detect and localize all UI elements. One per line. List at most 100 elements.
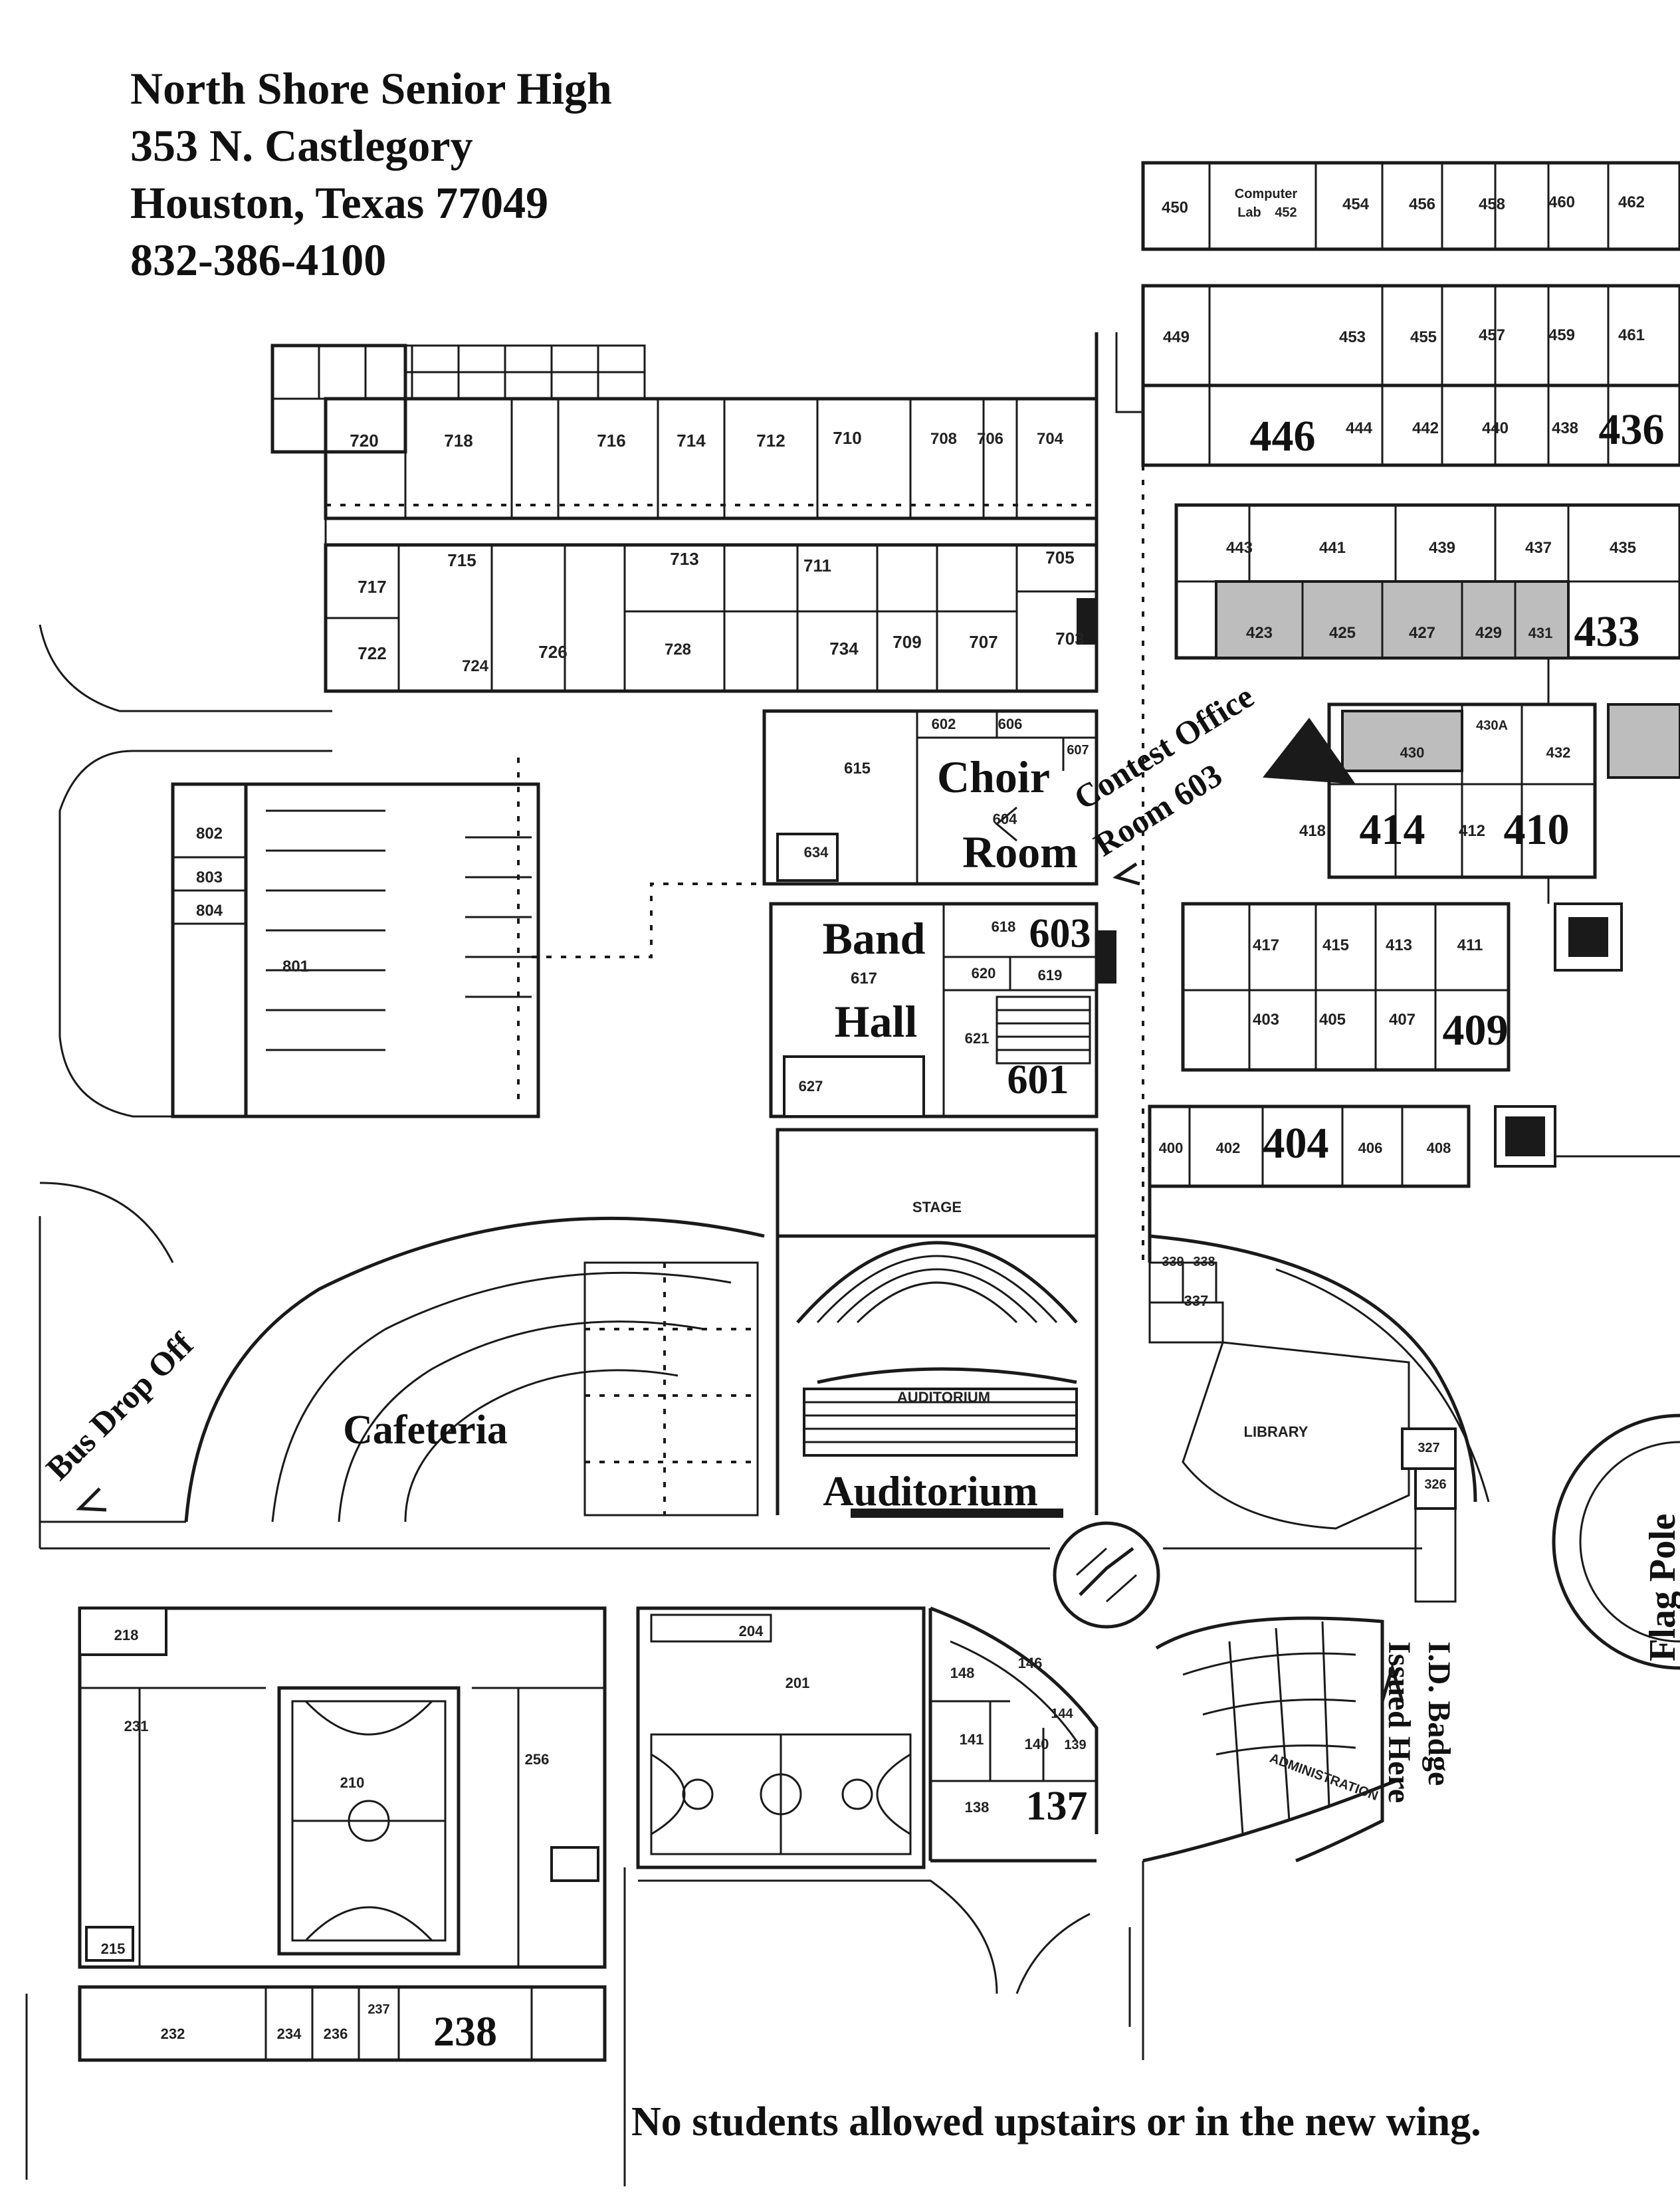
room-237: 237 [368,2002,389,2017]
bus-arrow-icon [76,1487,107,1512]
room-256: 256 [525,1751,550,1768]
badge-label-2: Issued Here [1382,1641,1417,1803]
administration-label: ADMINISTRATION [1268,1751,1380,1804]
wing-200 [25,1606,1144,2186]
room-607: 607 [1067,743,1089,758]
stage-label: STAGE [912,1199,962,1215]
wing-400 [1141,161,1680,1263]
room-414: 414 [1360,805,1425,854]
room-339: 339 [1162,1255,1184,1269]
room-408: 408 [1427,1140,1451,1156]
auditorium-small-label: AUDITORIUM [897,1389,990,1406]
room-139: 139 [1064,1738,1086,1752]
room-601: 601 [1007,1057,1069,1102]
room-144: 144 [1051,1707,1073,1721]
room-236: 236 [324,2026,348,2042]
flag-pole-circle [1552,1413,1680,1670]
room-711: 711 [803,556,831,575]
contest-direction-icon [1263,718,1356,784]
room-138: 138 [965,1799,990,1816]
room-710: 710 [833,428,861,448]
room-621: 621 [965,1030,990,1047]
cafeteria-label: Cafeteria [343,1408,508,1453]
room-338: 338 [1193,1255,1215,1269]
room-449: 449 [1163,328,1190,346]
school-city: Houston, Texas 77049 [130,177,549,228]
room-703: 703 [1055,629,1084,649]
room-709: 709 [892,632,921,652]
room-803: 803 [196,869,223,887]
choir-room-label: Choir [937,752,1050,802]
room-430a: 430A [1476,718,1508,733]
room-615: 615 [844,760,871,778]
room-722: 722 [358,643,386,663]
room-337: 337 [1184,1293,1209,1309]
room-409: 409 [1443,1006,1509,1055]
room-452: 452 [1275,205,1297,220]
room-137: 137 [1026,1784,1088,1829]
room-238: 238 [433,2008,497,2055]
room-403: 403 [1253,1011,1279,1029]
room-232: 232 [161,2026,185,2042]
band-hall-label: Band [823,913,926,964]
room-443: 443 [1226,539,1253,557]
room-436: 436 [1599,405,1665,454]
room-437: 437 [1525,539,1552,557]
room-713: 713 [670,549,698,569]
school-name: North Shore Senior High [130,63,612,114]
room-707: 707 [969,632,998,652]
room-146: 146 [1018,1655,1043,1671]
room-462: 462 [1618,193,1645,211]
room-402: 402 [1216,1140,1241,1156]
room-453: 453 [1339,328,1366,346]
room-435: 435 [1610,539,1636,557]
room-801: 801 [282,958,309,976]
room-148: 148 [950,1665,975,1681]
auditorium-block [776,1128,1099,1518]
room-412: 412 [1459,822,1485,840]
room-718: 718 [444,431,472,451]
badge-arrow-icon [1380,1662,1404,1702]
room-704: 704 [1037,430,1064,448]
room-450: 450 [1162,199,1188,217]
wing-100 [928,1606,1099,1863]
rotunda-icon [1053,1521,1160,1629]
room-441: 441 [1319,539,1346,557]
wing-600 [762,709,1116,1118]
room-458: 458 [1479,195,1505,213]
room-708: 708 [930,430,957,448]
room-429: 429 [1475,624,1502,642]
room-431: 431 [1528,625,1553,641]
room-604: 604 [993,811,1017,827]
room-327: 327 [1418,1441,1439,1455]
cafeteria-block [39,1182,765,1548]
badge-label: I.D. Badge [1421,1641,1457,1786]
room-204: 204 [739,1623,764,1639]
room-804: 804 [196,902,223,920]
room-417: 417 [1253,936,1279,954]
bus-drop-off-label: Bus Drop Off [39,1325,201,1487]
room-724: 724 [462,657,489,675]
room-411: 411 [1457,936,1483,954]
room-410: 410 [1504,805,1570,854]
room-442: 442 [1412,419,1439,437]
room-603: 603 [1029,911,1091,956]
band-hall-label-2: Hall [835,996,918,1047]
room-234: 234 [277,2026,302,2042]
room-231: 231 [124,1718,149,1734]
room-457: 457 [1479,326,1505,344]
room-606: 606 [998,716,1023,732]
library-block [1148,1234,1490,1603]
room-440: 440 [1482,419,1509,437]
room-215: 215 [101,1940,126,1957]
wing-800 [39,624,764,1118]
room-400: 400 [1159,1140,1184,1156]
room-432: 432 [1546,744,1571,761]
room-620: 620 [972,965,996,982]
choir-room-label-2: Room [962,827,1078,877]
room-446: 446 [1250,412,1316,461]
room-734: 734 [829,639,859,659]
room-438: 438 [1552,419,1578,437]
room-720: 720 [350,431,378,451]
